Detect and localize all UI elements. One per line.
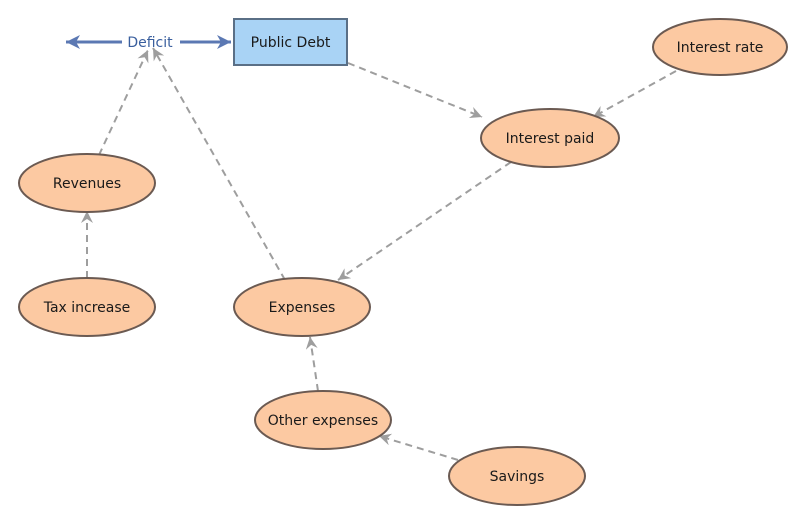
node-expenses[interactable]: Expenses bbox=[233, 277, 371, 337]
link-interest-paid-to-expenses bbox=[337, 161, 512, 281]
node-savings[interactable]: Savings bbox=[448, 446, 586, 506]
link-savings-to-other-expenses bbox=[378, 433, 459, 461]
link-other-expenses-to-expenses bbox=[305, 336, 319, 392]
expenses-label: Expenses bbox=[269, 300, 336, 316]
revenues-label: Revenues bbox=[53, 176, 121, 192]
node-tax-increase[interactable]: Tax increase bbox=[18, 277, 156, 337]
public-debt-label: Public Debt bbox=[251, 35, 331, 51]
savings-label: Savings bbox=[490, 469, 545, 485]
link-public-debt-to-interest-paid bbox=[347, 62, 483, 119]
link-revenues-to-deficit bbox=[98, 49, 149, 156]
node-other-expenses[interactable]: Other expenses bbox=[254, 390, 392, 450]
node-revenues[interactable]: Revenues bbox=[18, 153, 156, 213]
deficit-flow: Deficit bbox=[66, 35, 231, 51]
other-expenses-label: Other expenses bbox=[268, 413, 378, 429]
deficit-label[interactable]: Deficit bbox=[127, 35, 173, 51]
causal-links bbox=[81, 47, 677, 461]
interest-rate-label: Interest rate bbox=[677, 40, 764, 56]
node-interest-rate[interactable]: Interest rate bbox=[652, 18, 788, 76]
node-interest-paid[interactable]: Interest paid bbox=[480, 108, 620, 168]
public-debt-stock[interactable]: Public Debt bbox=[233, 18, 348, 66]
tax-increase-label: Tax increase bbox=[43, 300, 131, 316]
link-expenses-to-deficit bbox=[152, 47, 286, 281]
interest-paid-label: Interest paid bbox=[506, 131, 595, 147]
link-interest-rate-to-interest-paid bbox=[592, 70, 677, 118]
